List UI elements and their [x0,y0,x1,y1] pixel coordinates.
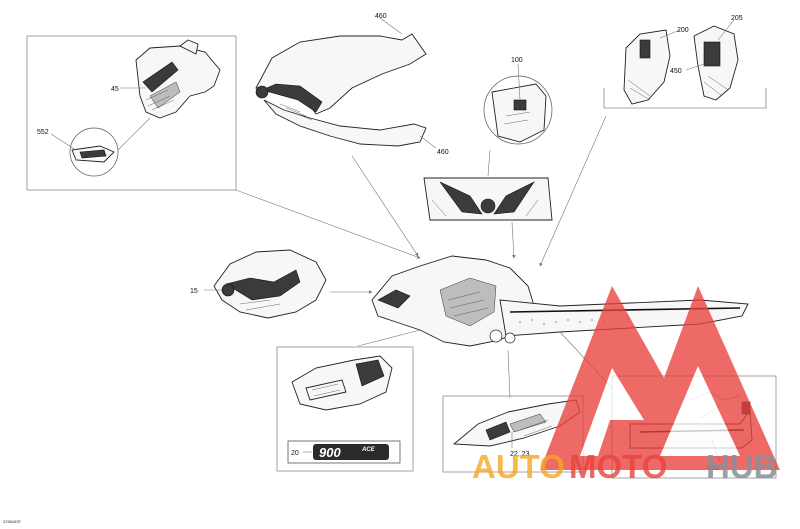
detail-box-side-bodywork [603,19,767,109]
watermark-wordmark: AUTO MOTO HUB [472,448,778,485]
decal-900-text: 900 [319,445,341,460]
watermark-logo [540,286,780,470]
watermark-text-auto: AUTO [472,448,565,485]
callout-205: 205 [731,15,743,22]
callout-200: 200 [677,27,689,34]
front-hood-part [204,249,327,319]
callout-45: 45 [111,86,119,93]
callout-450: 450 [670,68,682,75]
callout-460-bottom: 460 [437,149,449,156]
snowmobile-assembly [371,255,749,347]
watermark-triangle-mark [540,286,780,470]
front-grille-detail [423,149,553,221]
detail-windshield-emblem [483,63,553,145]
detail-box-900-ace-decal: 900 ACE [276,346,414,472]
callout-15: 15 [190,288,198,295]
callout-22-23: 22, 23 [510,451,530,458]
callout-460-top: 460 [375,13,387,20]
callout-100: 100 [511,57,523,64]
hood-top-part [255,17,437,149]
detail-box-side-panel [26,35,237,191]
drawing-code: 2296163T [3,519,22,524]
watermark-text-hub: HUB [706,448,778,485]
callout-20: 20 [291,450,299,457]
decal-ace-text: ACE [361,447,376,453]
callout-552: 552 [37,129,49,136]
leader-lines [235,115,613,399]
watermark-text-moto: MOTO [569,448,667,485]
